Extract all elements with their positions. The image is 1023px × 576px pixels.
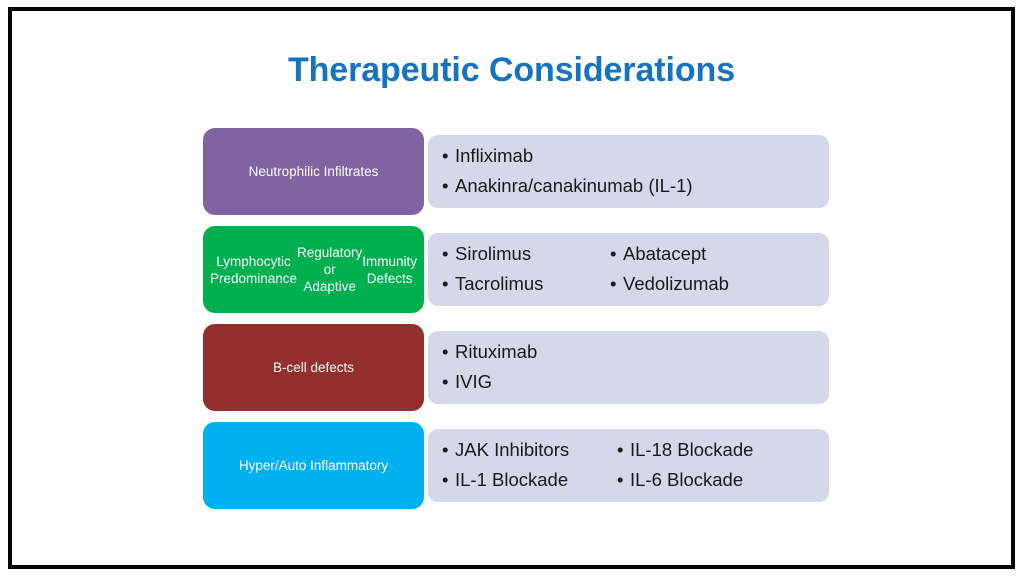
list-item: • Vedolizumab <box>610 269 810 299</box>
list-item: • Sirolimus <box>442 239 610 269</box>
table-row: Lymphocytic Predominance Regulatory or A… <box>203 226 829 313</box>
list-item: • IL-1 Blockade <box>442 465 617 495</box>
page-title: Therapeutic Considerations <box>287 51 736 89</box>
list-item: • Rituximab <box>442 337 829 367</box>
list-item-label: Tacrolimus <box>455 273 544 294</box>
list-item-label: IL-1 Blockade <box>455 469 569 490</box>
bullet-dot-icon: • <box>442 243 449 264</box>
list-item-label: Sirolimus <box>455 243 532 264</box>
row-label-text: B-cell defects <box>272 360 355 375</box>
bullet-column: • Infliximab • Anakinra/canakinumab (IL-1) <box>442 141 829 208</box>
bullet-column: • Abatacept • Vedolizumab <box>610 239 810 306</box>
bullet-column: • IL-18 Blockade • IL-6 Blockade <box>617 435 817 502</box>
therapy-rows-container: Neutrophilic Infiltrates • Infliximab • An… <box>203 128 829 520</box>
bullet-column: • Sirolimus • Tacrolimus <box>442 239 610 306</box>
row-label-line-3: Immunity Defects <box>362 253 418 286</box>
bullet-column: • Rituximab • IVIG <box>442 337 829 404</box>
list-item-label: Abatacept <box>623 243 707 264</box>
bullet-dot-icon: • <box>442 371 449 392</box>
list-item: • IL-6 Blockade <box>617 465 817 495</box>
bullet-dot-icon: • <box>610 273 617 294</box>
table-row: Hyper/Auto Inflammatory • JAK Inhibitors … <box>203 422 829 509</box>
list-item: • Abatacept <box>610 239 810 269</box>
row-label-hyper-auto-inflammatory[interactable]: Hyper/Auto Inflammatory <box>203 422 424 509</box>
row-label-lymphocytic-predominance[interactable]: Lymphocytic Predominance Regulatory or A… <box>203 226 424 313</box>
row-label-text: Hyper/Auto Inflammatory <box>238 458 389 473</box>
table-row: Neutrophilic Infiltrates • Infliximab • An… <box>203 128 829 215</box>
list-item-label: IL-18 Blockade <box>630 439 754 460</box>
list-item-label: IVIG <box>455 371 493 392</box>
row-label-b-cell-defects[interactable]: B-cell defects <box>203 324 424 411</box>
bullet-dot-icon: • <box>442 273 449 294</box>
list-item-label: JAK Inhibitors <box>455 439 570 460</box>
row-label-neutrophilic-infiltrates[interactable]: Neutrophilic Infiltrates <box>203 128 424 215</box>
row-content-b-cell-defects: • Rituximab • IVIG <box>428 331 829 404</box>
bullet-dot-icon: • <box>442 145 449 166</box>
list-item-label: Rituximab <box>455 341 538 362</box>
list-item-label: IL-6 Blockade <box>630 469 744 490</box>
slide-canvas: Therapeutic Considerations Neutrophilic … <box>12 11 1011 565</box>
list-item: • JAK Inhibitors <box>442 435 617 465</box>
bullet-column: • JAK Inhibitors • IL-1 Blockade <box>442 435 617 502</box>
bullet-dot-icon: • <box>442 439 449 460</box>
list-item: • Tacrolimus <box>442 269 610 299</box>
row-label-line-2: Regulatory or Adaptive <box>297 245 363 294</box>
list-item: • Anakinra/canakinumab (IL-1) <box>442 171 829 201</box>
bullet-dot-icon: • <box>442 175 449 196</box>
slide-frame: Therapeutic Considerations Neutrophilic … <box>8 7 1015 569</box>
list-item: • IVIG <box>442 367 829 397</box>
list-item: • Infliximab <box>442 141 829 171</box>
list-item: • IL-18 Blockade <box>617 435 817 465</box>
list-item-label: Anakinra/canakinumab (IL-1) <box>455 175 693 196</box>
bullet-dot-icon: • <box>442 341 449 362</box>
table-row: B-cell defects • Rituximab • IVIG <box>203 324 829 411</box>
list-item-label: Vedolizumab <box>623 273 729 294</box>
row-content-hyper-auto-inflammatory: • JAK Inhibitors • IL-1 Blockade • IL-18 Bl… <box>428 429 829 502</box>
row-content-lymphocytic-predominance: • Sirolimus • Tacrolimus • Abatacept • Vedol… <box>428 233 829 306</box>
list-item-label: Infliximab <box>455 145 534 166</box>
row-content-neutrophilic-infiltrates: • Infliximab • Anakinra/canakinumab (IL-1) <box>428 135 829 208</box>
bullet-dot-icon: • <box>617 439 624 460</box>
bullet-dot-icon: • <box>617 469 624 490</box>
bullet-dot-icon: • <box>610 243 617 264</box>
bullet-dot-icon: • <box>442 469 449 490</box>
row-label-text: Neutrophilic Infiltrates <box>248 164 379 179</box>
row-label-line-1: Lymphocytic Predominance <box>209 253 297 286</box>
